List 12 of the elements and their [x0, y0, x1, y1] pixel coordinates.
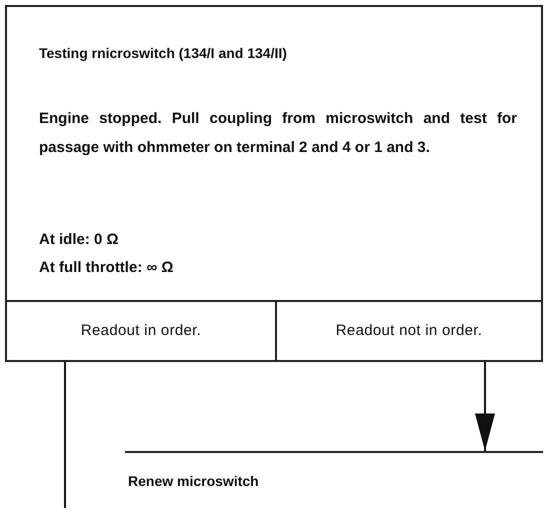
- connector-line: [64, 362, 66, 508]
- arrow: [475, 362, 495, 451]
- result-box: [5, 300, 277, 362]
- result-text: Readout not in order.: [334, 322, 484, 339]
- result-text: Readout in order.: [80, 322, 202, 339]
- test-instruction-box: [5, 5, 543, 301]
- heading: Testing rnicroswitch (134/I and 134/II): [39, 45, 288, 61]
- measurement-value: At idle: 0 Ω: [39, 231, 120, 248]
- instruction-text: Engine stopped. Pull coupling from microswitch and test for passage with ohmmeter on terminal 2 and 4 or 1 and 3.: [39, 109, 517, 158]
- measurement-value: At full throttle: ∞ Ω: [39, 259, 174, 276]
- action-text: Renew microswitch: [128, 473, 260, 489]
- result-box: [275, 300, 543, 362]
